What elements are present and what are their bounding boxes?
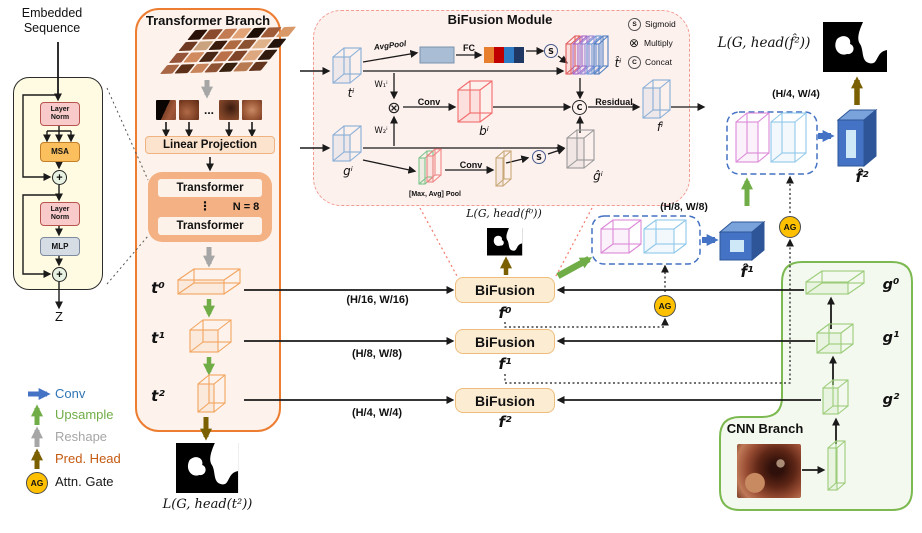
h8-gated-cube — [643, 219, 687, 254]
scale-label-h4: (H/4, W/4) — [351, 406, 403, 419]
bifusion-block-0: BiFusion — [455, 277, 555, 303]
t1-label: t¹ — [151, 329, 165, 347]
transformer-branch-title: Transformer Branch — [145, 13, 271, 28]
bifusion-module-title: BiFusion Module — [447, 12, 553, 27]
scale-label-h8: (H/8, W/8) — [351, 347, 403, 360]
concat-icon: C — [628, 55, 641, 69]
t2-label: t² — [151, 387, 165, 405]
residual-add-1: + — [52, 170, 67, 185]
g1-label: g¹ — [882, 330, 900, 346]
f0-loss-label: L(G, head(f⁰)) — [466, 206, 542, 220]
ti-label: tⁱ — [347, 85, 355, 100]
g2-label: g² — [882, 392, 900, 408]
multiply-icon: ⊗ — [628, 36, 640, 50]
residual-label: Residual — [595, 96, 633, 107]
legend-reshape: Reshape — [55, 429, 108, 444]
g1-feature — [816, 323, 854, 354]
fi-label: fⁱ — [656, 120, 664, 134]
linear-projection-bar: Linear Projection — [145, 136, 275, 154]
gi-label: gⁱ — [343, 164, 353, 178]
patch-thumb-2 — [179, 100, 199, 120]
transformer-block-1: Transformer — [158, 179, 262, 197]
endoscopy-input-image — [737, 444, 801, 498]
f1-label: f¹ — [498, 355, 512, 373]
h4-scale-label: (H/4, W/4) — [772, 87, 820, 100]
concat-icon: C — [572, 100, 587, 115]
embedded-sequence-title: Embedded Sequence — [21, 6, 83, 35]
legend-upsample: Upsample — [55, 407, 114, 422]
bifusion-block-1: BiFusion — [455, 329, 555, 354]
transformer-block-2: Transformer — [158, 217, 262, 235]
bi-label: bⁱ — [479, 124, 489, 138]
patch-thumb-4 — [242, 100, 262, 120]
legend-attn-gate: Attn. Gate — [55, 474, 114, 489]
z-output-label: Z — [55, 308, 63, 324]
conv-label-a: Conv — [417, 96, 441, 107]
cnn-branch-title: CNN Branch — [726, 420, 804, 436]
h8-upsampled-cube — [600, 219, 642, 254]
g0-label: g⁰ — [882, 277, 900, 293]
sigmoid-icon: S — [628, 17, 641, 31]
mlp-block: MLP — [40, 237, 80, 256]
t0-label: t⁰ — [151, 279, 165, 297]
g0-feature — [805, 270, 865, 295]
w1-label: W₁ⁱ — [374, 80, 388, 90]
that-label: t̂ⁱ — [614, 56, 622, 70]
legend-pred-head: Pred. Head — [55, 451, 121, 466]
transformer-loss-label: L(G, head(t²)) — [162, 496, 253, 512]
fhat1-label: f̂¹ — [740, 263, 754, 281]
attention-gate-icon: AG — [26, 472, 48, 494]
segmentation-mask-module — [487, 228, 523, 256]
module-legend-concat: C Concat — [628, 55, 690, 69]
attention-gate-1: AG — [779, 216, 801, 238]
h8-feature-container — [591, 215, 701, 265]
fhat2-loss-label: L(G, head(f̂²)) — [717, 35, 811, 51]
residual-add-2: + — [52, 267, 67, 282]
legend-conv: Conv — [55, 386, 86, 401]
h4-upsampled-cube — [735, 112, 770, 163]
h8-scale-label: (H/8, W/8) — [660, 200, 708, 213]
f2-label: f² — [498, 413, 512, 431]
w2-label: W₂ⁱ — [374, 126, 388, 136]
bifusion-block-2: BiFusion — [455, 388, 555, 413]
h4-gated-cube — [770, 112, 807, 163]
f0-label: f⁰ — [498, 304, 512, 322]
msa-block: MSA — [40, 142, 80, 162]
g2-feature — [822, 379, 849, 415]
vertical-dots: ⋮ — [199, 199, 211, 213]
bifusion-module-box — [313, 10, 690, 206]
ghat-label: ĝⁱ — [593, 169, 603, 183]
cnn-input-feature — [827, 440, 846, 491]
fhat2-cube — [836, 108, 878, 168]
layer-norm-1: Layer Norm — [40, 102, 80, 126]
patch-thumb-1 — [156, 100, 176, 120]
patch-ellipsis: ... — [203, 103, 214, 117]
n-layers-label: N = 8 — [232, 200, 260, 213]
scale-label-h16: (H/16, W/16) — [346, 293, 409, 306]
patch-thumb-3 — [219, 100, 239, 120]
conv-label-b: Conv — [459, 159, 483, 170]
module-legend-multiply: ⊗ Multiply — [628, 36, 673, 50]
attention-gate-2: AG — [654, 295, 676, 317]
fhat2-label: f̂² — [855, 168, 869, 186]
layer-norm-2: Layer Norm — [40, 202, 80, 226]
segmentation-mask-top — [823, 22, 887, 72]
multiply-icon: ⊗ — [387, 97, 401, 117]
h4-feature-container — [726, 111, 818, 175]
fhat1-cube — [718, 220, 766, 262]
fc-label: FC — [463, 42, 475, 53]
sigmoid-icon: S — [532, 150, 546, 164]
module-legend-sigmoid: S Sigmoid — [628, 17, 690, 31]
segmentation-mask-bottom — [176, 443, 239, 493]
sigmoid-icon: S — [544, 44, 558, 58]
maxavg-pool-label: [Max, Avg] Pool — [409, 190, 461, 198]
